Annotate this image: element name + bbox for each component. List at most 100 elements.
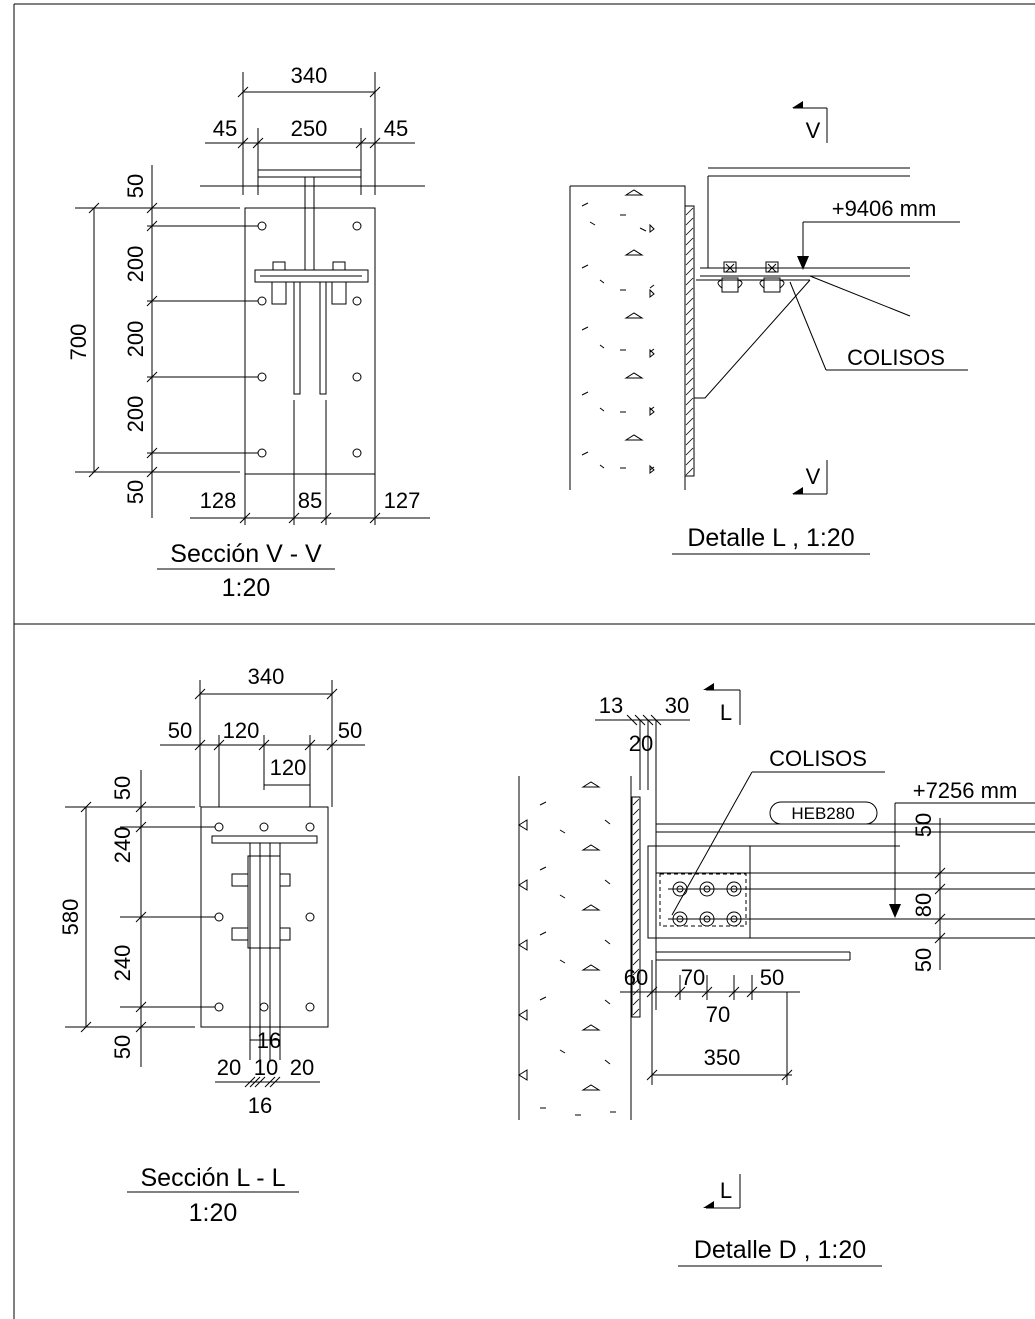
sheet-frame — [13, 3, 1035, 1319]
section-v-v-view: 340 45 250 45 700 50 200 200 200 50 128 … — [66, 63, 430, 602]
detail-l-view: +9406 mm COLISOS V V Detalle L , 1:20 — [569, 101, 968, 555]
dim-t2: 30 — [665, 693, 689, 718]
section-mark-bottom: L — [720, 1178, 732, 1203]
dim-v1: 50 — [911, 813, 936, 837]
fin-plate — [647, 845, 751, 939]
dim-web-span: 250 — [291, 116, 328, 141]
section-l-l-view: 340 50 120 120 50 580 50 240 240 50 16 2… — [58, 664, 365, 1227]
slot-bolts — [717, 261, 785, 293]
dim-v1: 50 — [123, 174, 148, 198]
concrete-hatch — [518, 781, 616, 1116]
section-mark-top: V — [806, 118, 821, 143]
section-mark-top: L — [720, 700, 732, 725]
bolt-group — [659, 873, 747, 927]
embed-plate — [631, 796, 641, 1018]
detail-title: Detalle D , 1:20 — [694, 1236, 866, 1264]
beam-flange — [257, 169, 362, 178]
dim-total-height: 580 — [58, 899, 83, 936]
left-dimensions — [75, 165, 258, 518]
dim-v2: 80 — [911, 893, 936, 917]
top-dimensions — [205, 72, 415, 195]
detail-title: Detalle L , 1:20 — [687, 524, 854, 552]
beam-web — [304, 176, 315, 271]
dim-b2: 85 — [298, 488, 322, 513]
dim-len: 350 — [704, 1045, 741, 1070]
anchor-holes — [257, 221, 362, 458]
end-plate — [254, 269, 369, 283]
section-scale: 1:20 — [222, 574, 271, 602]
section-mark-bottom: V — [806, 464, 821, 489]
stiffener — [319, 281, 327, 395]
dim-t1: 13 — [599, 693, 623, 718]
colisos-note: COLISOS — [847, 345, 945, 370]
elevation-label: +9406 mm — [832, 196, 937, 221]
elevation-label: +7256 mm — [913, 778, 1018, 803]
dim-v3: 240 — [110, 945, 135, 982]
dim-plate-t: 16 — [257, 1028, 281, 1053]
dim-b4: 16 — [248, 1093, 272, 1118]
dim-t3: 20 — [629, 731, 653, 756]
dim-b1: 128 — [200, 488, 237, 513]
splice-plates — [247, 855, 281, 949]
slot-bolts — [668, 881, 1035, 927]
embed-plate-hatch — [632, 798, 640, 1016]
dim-v2: 200 — [123, 246, 148, 283]
profile-label: HEB280 — [791, 804, 854, 823]
dim-v1: 50 — [110, 776, 135, 800]
section-marker-top: V — [792, 101, 828, 143]
splice-bolts — [231, 873, 291, 941]
section-scale: 1:20 — [189, 1199, 238, 1227]
dim-v5: 50 — [123, 480, 148, 504]
section-marker-bottom: L — [703, 1174, 741, 1209]
dim-edge-right: 50 — [338, 718, 362, 743]
dim-b2: 10 — [254, 1055, 278, 1080]
embed-plate-hatch — [685, 207, 694, 476]
dim-h1: 60 — [624, 965, 648, 990]
section-marker-top: L — [703, 683, 741, 725]
dim-v3: 200 — [123, 321, 148, 358]
bottom-dimensions — [215, 1039, 320, 1088]
elevation-arrow — [889, 904, 901, 918]
dim-v3: 50 — [911, 948, 936, 972]
dim-v4: 200 — [123, 396, 148, 433]
section-title: Sección V - V — [170, 540, 322, 568]
stiffener — [293, 281, 301, 395]
right-dimensions — [934, 818, 946, 970]
top-dimensions — [160, 680, 365, 807]
bracket — [694, 279, 811, 399]
concrete-hatch — [581, 189, 655, 474]
dim-total-width: 340 — [291, 63, 328, 88]
dim-h4: 50 — [760, 965, 784, 990]
dim-edge-left: 45 — [213, 116, 237, 141]
dim-v2: 240 — [110, 827, 135, 864]
dim-gauge-b: 120 — [270, 755, 307, 780]
detail-d-view: HEB280 COLISOS +7256 mm 50 80 50 13 30 2… — [518, 683, 1035, 1267]
dim-b1: 20 — [217, 1055, 241, 1080]
base-plate — [200, 806, 329, 1028]
end-plate-bolts — [271, 261, 347, 305]
concrete-wall — [569, 185, 686, 490]
section-title: Sección L - L — [141, 1164, 286, 1192]
bottom-dimensions — [190, 474, 430, 525]
dim-gauge-a: 120 — [223, 718, 260, 743]
dim-total-width: 340 — [248, 664, 285, 689]
dim-v4: 50 — [110, 1035, 135, 1059]
dim-b3: 127 — [384, 488, 421, 513]
bottom-dimensions — [620, 960, 800, 1085]
dim-edge-left: 50 — [168, 718, 192, 743]
base-plate — [244, 207, 376, 475]
top-dimensions — [595, 714, 690, 726]
colisos-note: COLISOS — [769, 746, 867, 771]
profile-tag — [769, 801, 878, 825]
dim-total-height: 700 — [66, 324, 91, 361]
beam-flange — [211, 835, 318, 844]
dim-h3: 70 — [706, 1002, 730, 1027]
elevation-arrow — [797, 256, 809, 270]
section-marker-bottom: V — [792, 460, 828, 495]
anchor-holes — [214, 822, 315, 1012]
left-dimensions — [65, 770, 215, 1067]
dim-b3: 20 — [290, 1055, 314, 1080]
dim-edge-right: 45 — [384, 116, 408, 141]
dim-h2: 70 — [681, 965, 705, 990]
